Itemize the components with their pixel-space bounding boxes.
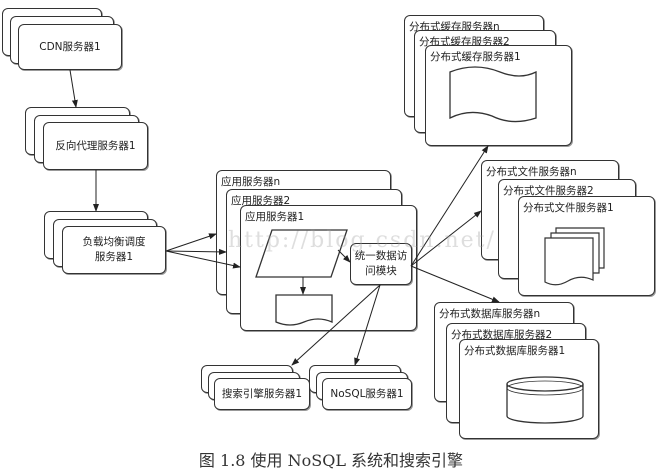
arrow-lb-to-app-n <box>165 233 217 252</box>
cache-server-1-title: 分布式缓存服务器1 <box>430 51 521 63</box>
cdn-server-label: CDN服务器1 <box>39 40 101 53</box>
load-balancer-server-1: 负载均衡调度 服务器1 <box>62 226 166 274</box>
nosql-label: NoSQL服务器1 <box>330 387 404 400</box>
database-label: 数据库 <box>538 409 570 421</box>
watermark: http://blog.csdn.net/ <box>228 228 496 253</box>
data-access-module: 统一数据访 问模块 <box>350 243 412 285</box>
reverse-proxy-server-1: 反向代理服务器1 <box>43 122 148 170</box>
arrow-cdn-to-proxy <box>69 69 78 108</box>
local-cache-label: 本地缓存 <box>284 304 326 316</box>
app-server-2-title: 应用服务器2 <box>231 195 291 207</box>
data-access-label-line1: 统一数据访 <box>354 250 408 262</box>
app-server-1-title: 应用服务器1 <box>245 211 305 223</box>
remote-cache-label: 远程分布式缓存 <box>460 92 534 104</box>
arrow-access-to-db-servers <box>410 265 500 303</box>
file-label: 文件 <box>569 259 590 271</box>
nosql-server-1: NoSQL服务器1 <box>322 378 412 410</box>
data-access-label-line2: 问模块 <box>365 265 397 277</box>
db-server-2-title: 分布式数据库服务器2 <box>451 329 553 341</box>
app-server-n-title: 应用服务器n <box>221 176 281 188</box>
load-balancer-label-line2: 服务器1 <box>94 251 134 263</box>
cdn-server-1: CDN服务器1 <box>18 24 122 70</box>
file-server-2-title: 分布式文件服务器2 <box>503 185 594 197</box>
search-engine-server-1: 搜索引擎服务器1 <box>214 378 310 410</box>
db-server-n-title: 分布式数据库服务器n <box>439 308 541 320</box>
db-server-1: 分布式数据库服务器1 <box>459 339 599 439</box>
figure-caption: 图 1.8 使用 NoSQL 系统和搜索引擎 <box>198 451 464 470</box>
reverse-proxy-label: 反向代理服务器1 <box>55 139 136 152</box>
file-server-1: 分布式文件服务器1 <box>518 196 655 296</box>
search-engine-label: 搜索引擎服务器1 <box>221 387 303 400</box>
load-balancer-label-line1: 负载均衡调度 <box>82 236 146 248</box>
file-server-n-title: 分布式文件服务器n <box>486 166 577 178</box>
file-server-1-title: 分布式文件服务器1 <box>523 202 614 214</box>
db-server-1-title: 分布式数据库服务器1 <box>464 345 566 357</box>
